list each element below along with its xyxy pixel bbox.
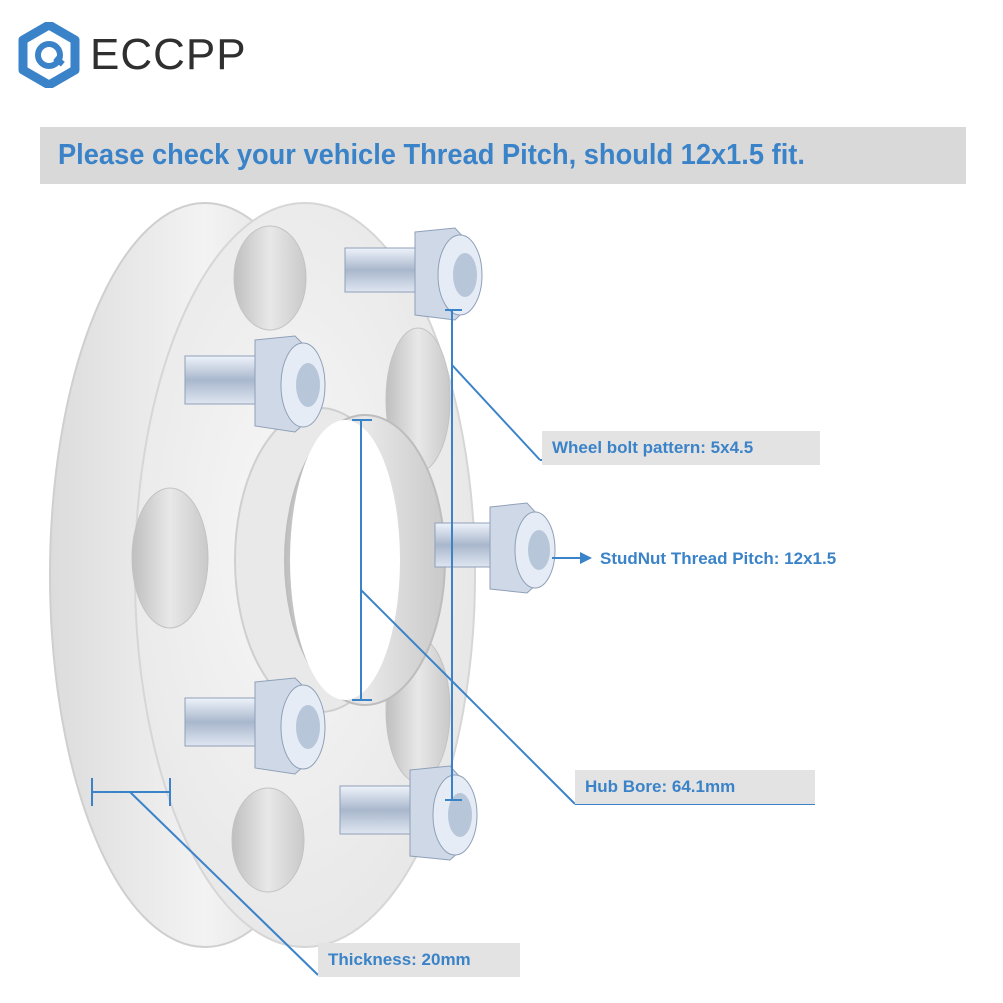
hub-bore	[234, 407, 446, 713]
hub-bore-callout: Hub Bore: 64.1mm	[575, 770, 815, 804]
brand-name: ECCPP	[90, 30, 247, 79]
arrow-right-icon	[580, 552, 592, 564]
hub-bore-label: Hub Bore: 64.1mm	[585, 777, 736, 796]
thickness-label: Thickness: 20mm	[328, 950, 471, 969]
banner-text: Please check your vehicle Thread Pitch, …	[58, 139, 805, 171]
bolt-pattern-label: Wheel bolt pattern: 5x4.5	[552, 438, 754, 457]
hexagon-logo-icon	[18, 22, 80, 88]
title-banner: Please check your vehicle Thread Pitch, …	[40, 127, 966, 184]
stud-bolts	[184, 227, 556, 861]
thickness-callout: Thickness: 20mm	[318, 943, 520, 977]
bolt-pattern-callout: Wheel bolt pattern: 5x4.5	[542, 431, 820, 465]
brand-logo: ECCPP	[16, 20, 266, 90]
thread-pitch-label: StudNut Thread Pitch: 12x1.5	[600, 549, 837, 568]
